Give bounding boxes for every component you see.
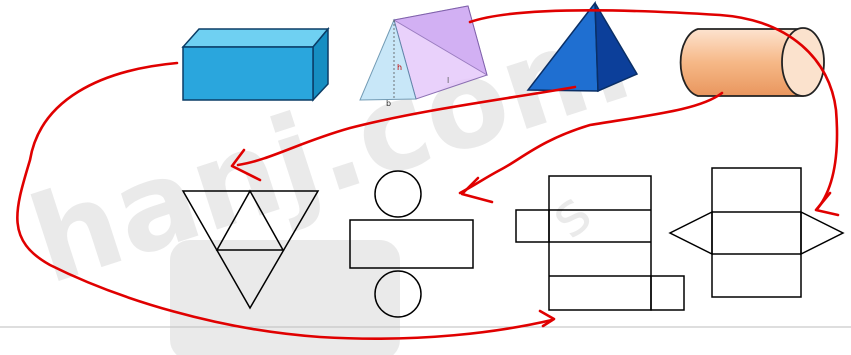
cylinder-net-top-circle bbox=[374, 170, 422, 218]
rectangular-prism-net bbox=[515, 175, 685, 311]
prism-front-face bbox=[182, 46, 314, 101]
rprism-net-right-flap bbox=[650, 275, 685, 311]
prism-top-face bbox=[181, 28, 330, 48]
tprism-net-left-triangle bbox=[668, 210, 713, 256]
pyramid-solid bbox=[526, 0, 639, 93]
arrow-tprism-to-net bbox=[468, 8, 839, 210]
tprism-label-l: l bbox=[447, 76, 449, 85]
pyramid-net-inner bbox=[215, 189, 285, 251]
watermark-letter: s bbox=[536, 178, 605, 252]
tprism-front-face bbox=[359, 18, 417, 101]
pyramid-net bbox=[181, 189, 320, 310]
arrow-cylinder-to-net bbox=[458, 91, 724, 195]
cylinder-end-face bbox=[781, 27, 825, 97]
arrow-pyramid-to-net bbox=[236, 85, 577, 167]
arrowhead-rprism-net bbox=[538, 309, 556, 328]
arrowhead-cylinder-net bbox=[460, 176, 494, 204]
rectangular-prism-solid bbox=[181, 26, 330, 102]
rprism-net-left-flap bbox=[515, 209, 550, 243]
arrowhead-tprism-net bbox=[814, 191, 840, 217]
tprism-net-right-triangle bbox=[800, 210, 845, 256]
tprism-label-b: b bbox=[386, 99, 391, 108]
triangular-prism-net bbox=[668, 167, 845, 298]
rprism-net-column bbox=[548, 175, 652, 311]
cylinder-net-bottom-circle bbox=[374, 270, 422, 318]
nets-group bbox=[181, 167, 845, 318]
arrowhead-pyramid-net bbox=[230, 148, 262, 182]
triangular-prism-solid: h l b bbox=[359, 5, 488, 108]
arrow-rprism-to-net bbox=[16, 61, 554, 340]
tprism-top-face bbox=[392, 5, 488, 77]
cylinder-net-rectangle bbox=[349, 219, 474, 269]
tprism-net-column bbox=[711, 167, 802, 298]
cylinder-solid bbox=[679, 27, 825, 97]
cylinder-net bbox=[349, 170, 474, 318]
matching-arrows bbox=[16, 8, 840, 340]
watermark: hanj.com s bbox=[15, 0, 645, 355]
tprism-label-h: h bbox=[397, 63, 402, 72]
pyramid-right-face bbox=[594, 2, 639, 93]
